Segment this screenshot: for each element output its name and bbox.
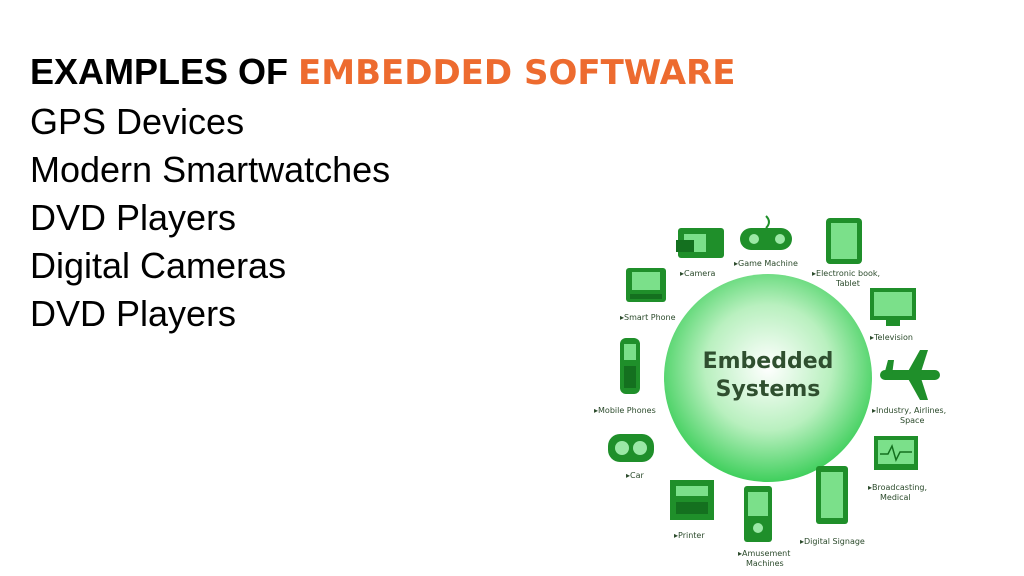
list-item: GPS Devices [30, 101, 245, 142]
monitor-icon [874, 436, 918, 470]
smart-phone-label: ▸Smart Phone [620, 313, 676, 322]
slide-title: EXAMPLES OF EMBEDDED SOFTWARE [30, 50, 735, 95]
amusement-label-line1: ▸Amusement [738, 549, 790, 558]
hub-circle [664, 274, 872, 482]
car-dashboard-icon [608, 434, 654, 462]
list-item: Digital Cameras [30, 245, 287, 286]
broadcasting-label-line1: ▸Broadcasting, [868, 483, 927, 492]
title-accent: EMBEDDED SOFTWARE [298, 53, 736, 93]
amusement-machine-icon [744, 486, 772, 542]
broadcasting-label-line2: Medical [880, 493, 911, 502]
printer-label: ▸Printer [674, 531, 705, 540]
hub-label-line2: Systems [716, 377, 821, 402]
airplane-icon [880, 350, 940, 400]
list-item: DVD Players [30, 293, 237, 334]
camera-label: ▸Camera [680, 269, 716, 278]
tablet-icon [826, 218, 862, 264]
list-item: Modern Smartwatches [30, 149, 391, 190]
amusement-label-line2: Machines [746, 559, 784, 568]
game-machine-label: ▸Game Machine [734, 259, 798, 268]
examples-list: GPS Devices Modern Smartwatches DVD Play… [30, 98, 390, 338]
ebook-label-line1: ▸Electronic book, [812, 269, 880, 278]
diagram-svg: Embedded Systems ▸Camera ▸Game Machine [594, 215, 946, 568]
hub-label-line1: Embedded [703, 349, 834, 374]
game-machine-icon [740, 215, 792, 250]
industry-label-line2: Space [900, 416, 924, 425]
television-label: ▸Television [870, 333, 913, 342]
digital-signage-label: ▸Digital Signage [800, 537, 865, 546]
industry-label-line1: ▸Industry, Airlines, [872, 406, 946, 415]
car-label: ▸Car [626, 471, 645, 480]
camera-icon [676, 228, 724, 258]
ebook-label-line2: Tablet [835, 279, 860, 288]
embedded-systems-diagram: Embedded Systems ▸Camera ▸Game Machine [588, 210, 968, 576]
title-prefix: EXAMPLES OF [30, 51, 299, 92]
smart-phone-icon [626, 268, 666, 302]
list-item: DVD Players [30, 197, 237, 238]
mobile-phone-icon [620, 338, 640, 394]
mobile-phones-label: ▸Mobile Phones [594, 406, 656, 415]
television-icon [870, 288, 916, 326]
printer-icon [670, 480, 714, 520]
digital-signage-icon [816, 466, 848, 524]
